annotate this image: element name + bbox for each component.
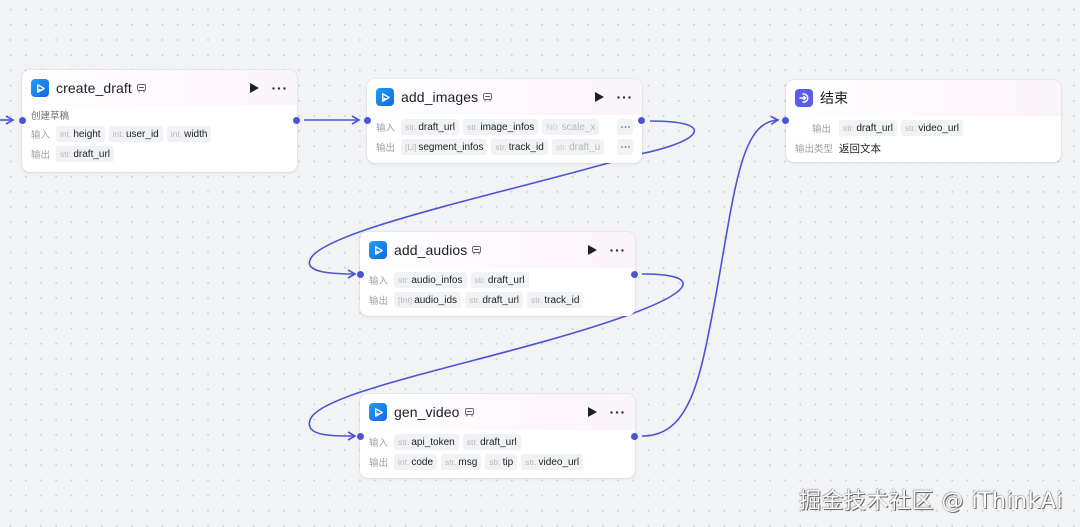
input-row: 输入 int.height int.user_id int.width <box>31 124 288 144</box>
run-node-icon[interactable] <box>585 405 599 419</box>
run-node-icon[interactable] <box>592 90 606 104</box>
plugin-logo-icon <box>376 88 394 106</box>
output-param: str.track_id <box>527 292 584 308</box>
input-label: 输入 <box>31 130 51 141</box>
input-param: str.audio_infos <box>394 272 467 288</box>
output-param: int.code <box>394 454 438 470</box>
output-row: 输出 str.draft_url <box>31 144 288 164</box>
node-gen-video[interactable]: gen_video 输入 str.api_token str.draft_url… <box>357 394 638 478</box>
input-param: str.draft_url <box>470 272 529 288</box>
input-param: int.height <box>56 126 105 142</box>
input-row: 输入 str.draft_url str.image_infos N0.scal… <box>376 117 633 137</box>
output-port[interactable] <box>293 117 300 124</box>
input-param: str.draft_url <box>462 434 521 450</box>
expand-inputs-button[interactable] <box>617 119 633 135</box>
output-param: str.track_id <box>491 139 548 155</box>
node-title: 结束 <box>820 90 849 106</box>
end-node-icon <box>795 89 813 107</box>
output-param: [Li]segment_infos <box>401 139 488 155</box>
output-port[interactable] <box>631 433 638 440</box>
plugin-logo-icon <box>31 79 49 97</box>
plugin-badge-icon <box>137 83 146 93</box>
node-title: add_audios <box>394 242 468 258</box>
output-param: [Int]audio_ids <box>394 292 461 308</box>
run-node-icon[interactable] <box>585 243 599 257</box>
output-label: 输出 <box>376 143 396 154</box>
node-create-draft[interactable]: create_draft 创建草稿 输入 int.height int.user… <box>19 70 300 172</box>
node-header: create_draft <box>22 70 297 106</box>
run-node-icon[interactable] <box>247 81 261 95</box>
plugin-logo-icon <box>369 241 387 259</box>
output-row: 输出 [Int]audio_ids str.draft_url str.trac… <box>369 290 626 310</box>
input-param: int.user_id <box>108 126 163 142</box>
input-param: int.width <box>166 126 212 142</box>
node-title: add_images <box>401 89 479 105</box>
output-port[interactable] <box>631 271 638 278</box>
output-param: str.draft_u <box>551 139 605 155</box>
output-param: str.draft_url <box>465 292 524 308</box>
output-row: 输出 int.code str.msg str.tip str.video_ur… <box>369 452 626 472</box>
plugin-logo-icon <box>369 403 387 421</box>
output-type-row: 输出类型 返回文本 <box>795 138 1052 158</box>
plugin-badge-icon <box>483 92 493 102</box>
input-param: str.image_infos <box>463 119 539 135</box>
output-type-label: 输出类型 <box>795 144 834 155</box>
more-options-icon[interactable] <box>271 81 287 95</box>
more-options-icon[interactable] <box>609 405 625 419</box>
output-label: 输出 <box>811 124 831 135</box>
input-label: 输入 <box>369 438 389 449</box>
plugin-badge-icon <box>464 407 474 417</box>
output-label: 输出 <box>369 296 389 307</box>
output-port[interactable] <box>638 117 645 124</box>
more-options-icon[interactable] <box>616 90 632 104</box>
input-port[interactable] <box>782 117 789 124</box>
input-param: str.draft_url <box>401 119 460 135</box>
input-port[interactable] <box>357 433 364 440</box>
node-header: add_images <box>367 79 642 115</box>
output-param: str.draft_url <box>56 146 115 162</box>
output-param: str.draft_url <box>839 120 898 136</box>
output-row: 输出 str.draft_url str.video_url <box>795 118 1052 138</box>
input-row: 输入 str.api_token str.draft_url <box>369 432 626 452</box>
output-param: str.msg <box>441 454 482 470</box>
node-add-audios[interactable]: add_audios 输入 str.audio_infos str.draft_… <box>357 232 638 316</box>
output-param: str.tip <box>485 454 518 470</box>
input-port[interactable] <box>357 271 364 278</box>
node-title: gen_video <box>394 404 460 420</box>
output-param: str.video_url <box>901 120 963 136</box>
input-label: 输入 <box>369 276 389 287</box>
input-label: 输入 <box>376 123 396 134</box>
input-port[interactable] <box>19 117 26 124</box>
input-port[interactable] <box>364 117 371 124</box>
node-header: gen_video <box>360 394 635 430</box>
edge-gen-video-to-end <box>641 115 780 437</box>
input-param: str.api_token <box>394 434 459 450</box>
expand-outputs-button[interactable] <box>617 139 633 155</box>
plugin-badge-icon <box>472 245 482 255</box>
output-type-value: 返回文本 <box>839 142 881 155</box>
output-param: str.video_url <box>521 454 584 470</box>
watermark: 掘金技术社区 @ iThinkAi <box>799 489 1063 514</box>
input-param: N0.scale_x <box>542 119 600 135</box>
node-header: 结束 <box>786 80 1061 116</box>
node-description: 创建草稿 <box>31 111 70 122</box>
node-add-images[interactable]: add_images 输入 str.draft_url str.image_in… <box>364 79 645 163</box>
node-title: create_draft <box>56 80 132 96</box>
output-label: 输出 <box>31 150 51 161</box>
more-options-icon[interactable] <box>609 243 625 257</box>
output-row: 输出 [Li]segment_infos str.track_id str.dr… <box>376 137 633 157</box>
node-end[interactable]: 结束 输出 str.draft_url str.video_url 输出类型 返… <box>782 80 1061 162</box>
node-header: add_audios <box>360 232 635 268</box>
input-row: 输入 str.audio_infos str.draft_url <box>369 270 626 290</box>
output-label: 输出 <box>369 458 389 469</box>
